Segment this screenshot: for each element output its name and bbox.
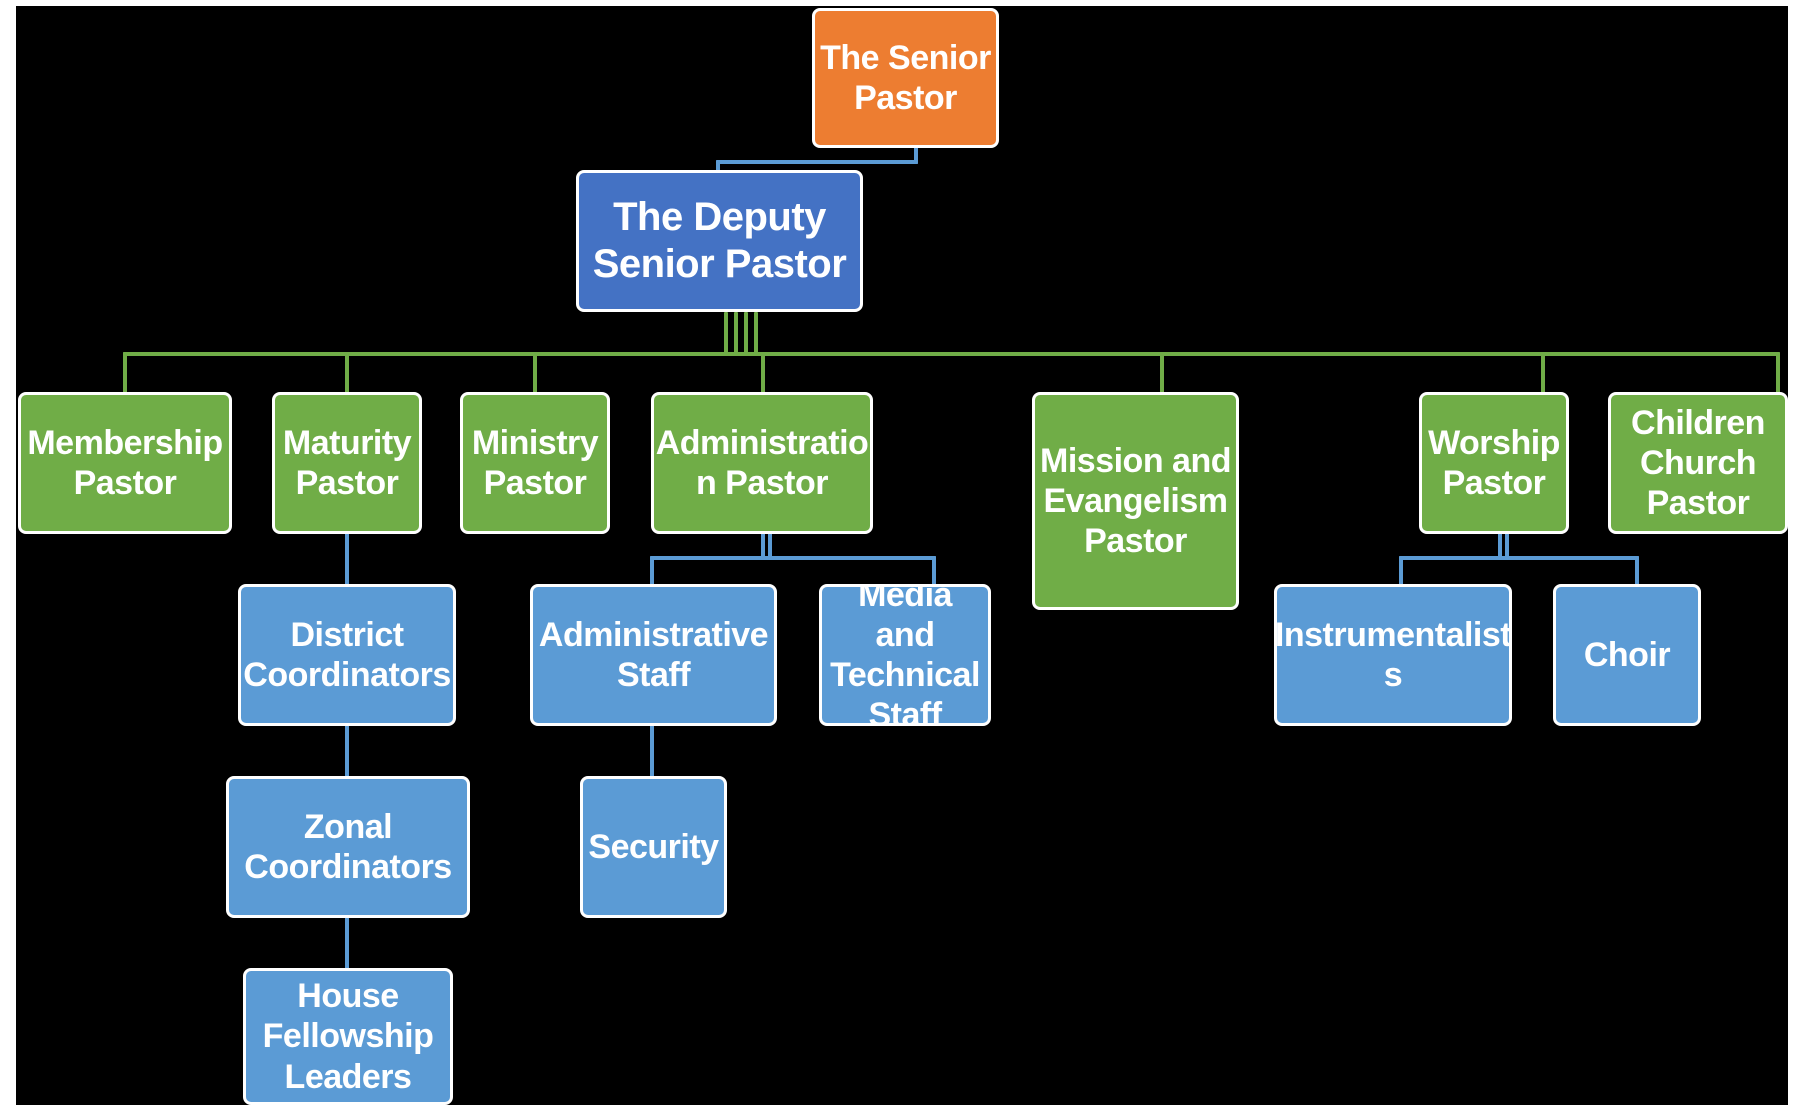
node-instrumentalists-label: Instrumentalist s [1274,615,1512,694]
node-media-technical-staff-label: Media and Technical Staff [830,584,980,726]
connector-senior-to-deputy-v1 [914,142,918,164]
connector-admin-bar [650,556,936,560]
node-administrative-staff-label: Administrative Staff [538,615,769,694]
node-maturity-pastor: Maturity Pastor [272,392,422,534]
connector-to-administration [761,352,765,396]
node-mission-evangelism-pastor-label: Mission and Evangelism Pastor [1040,441,1231,561]
node-deputy-senior-pastor: The Deputy Senior Pastor [576,170,863,312]
node-house-fellowship-leaders: House Fellowship Leaders [243,968,453,1105]
node-zonal-coordinators: Zonal Coordinators [226,776,470,918]
connector-deputy-drop-3 [744,312,748,356]
node-zonal-coordinators-label: Zonal Coordinators [244,807,452,886]
node-maturity-pastor-label: Maturity Pastor [282,423,412,502]
node-children-church-pastor-label: Children Church Pastor [1631,403,1765,523]
connector-to-choir [1635,556,1639,590]
node-ministry-pastor-label: Ministry Pastor [471,423,599,502]
node-choir-label: Choir [1583,635,1671,674]
connector-to-children [1776,352,1780,396]
node-deputy-senior-pastor-label: The Deputy Senior Pastor [592,194,847,286]
node-administration-pastor-label: Administratio n Pastor [655,423,869,502]
connector-to-maturity [345,352,349,396]
connector-worship-drop-b [1505,530,1509,560]
connector-to-instrumentalists [1399,556,1403,590]
connector-worship-bar [1399,556,1639,560]
node-house-fellowship-leaders-label: House Fellowship Leaders [262,977,434,1096]
connector-to-membership [123,352,127,396]
connector-to-admin-staff [650,556,654,590]
node-worship-pastor-label: Worship Pastor [1428,423,1560,502]
connector-to-ministry [533,352,537,396]
node-district-coordinators: District Coordinators [238,584,456,726]
node-mission-evangelism-pastor: Mission and Evangelism Pastor [1032,392,1239,610]
connector-deputy-drop-1 [724,312,728,356]
connector-deputy-drop-2 [734,312,738,356]
connector-admin-drop-b [768,530,772,560]
node-ministry-pastor: Ministry Pastor [460,392,610,534]
connector-district-to-zonal [345,722,349,782]
node-security: Security [580,776,727,918]
connector-zonal-to-house [345,914,349,974]
connector-senior-to-deputy-h [716,160,918,164]
node-worship-pastor: Worship Pastor [1419,392,1569,534]
node-media-technical-staff: Media and Technical Staff [819,584,991,726]
connector-deputy-drop-4 [754,312,758,356]
connector-to-mission [1160,352,1164,396]
node-administration-pastor: Administratio n Pastor [651,392,873,534]
node-choir: Choir [1553,584,1701,726]
connector-maturity-to-district [345,530,349,590]
node-children-church-pastor: Children Church Pastor [1608,392,1788,534]
connector-to-worship [1541,352,1545,396]
node-membership-pastor-label: Membership Pastor [27,423,223,502]
node-instrumentalists: Instrumentalist s [1274,584,1512,726]
connector-admin-staff-to-security [650,722,654,782]
node-security-label: Security [588,827,719,866]
org-chart-canvas: The Senior Pastor The Deputy Senior Past… [16,6,1788,1105]
connector-pastors-bar [123,352,1780,356]
connector-admin-drop-a [761,530,765,560]
node-administrative-staff: Administrative Staff [530,584,777,726]
node-senior-pastor: The Senior Pastor [812,8,999,148]
node-senior-pastor-label: The Senior Pastor [820,38,991,117]
connector-worship-drop-a [1498,530,1502,560]
connector-to-media-staff [932,556,936,590]
node-membership-pastor: Membership Pastor [18,392,232,534]
node-district-coordinators-label: District Coordinators [243,615,451,694]
